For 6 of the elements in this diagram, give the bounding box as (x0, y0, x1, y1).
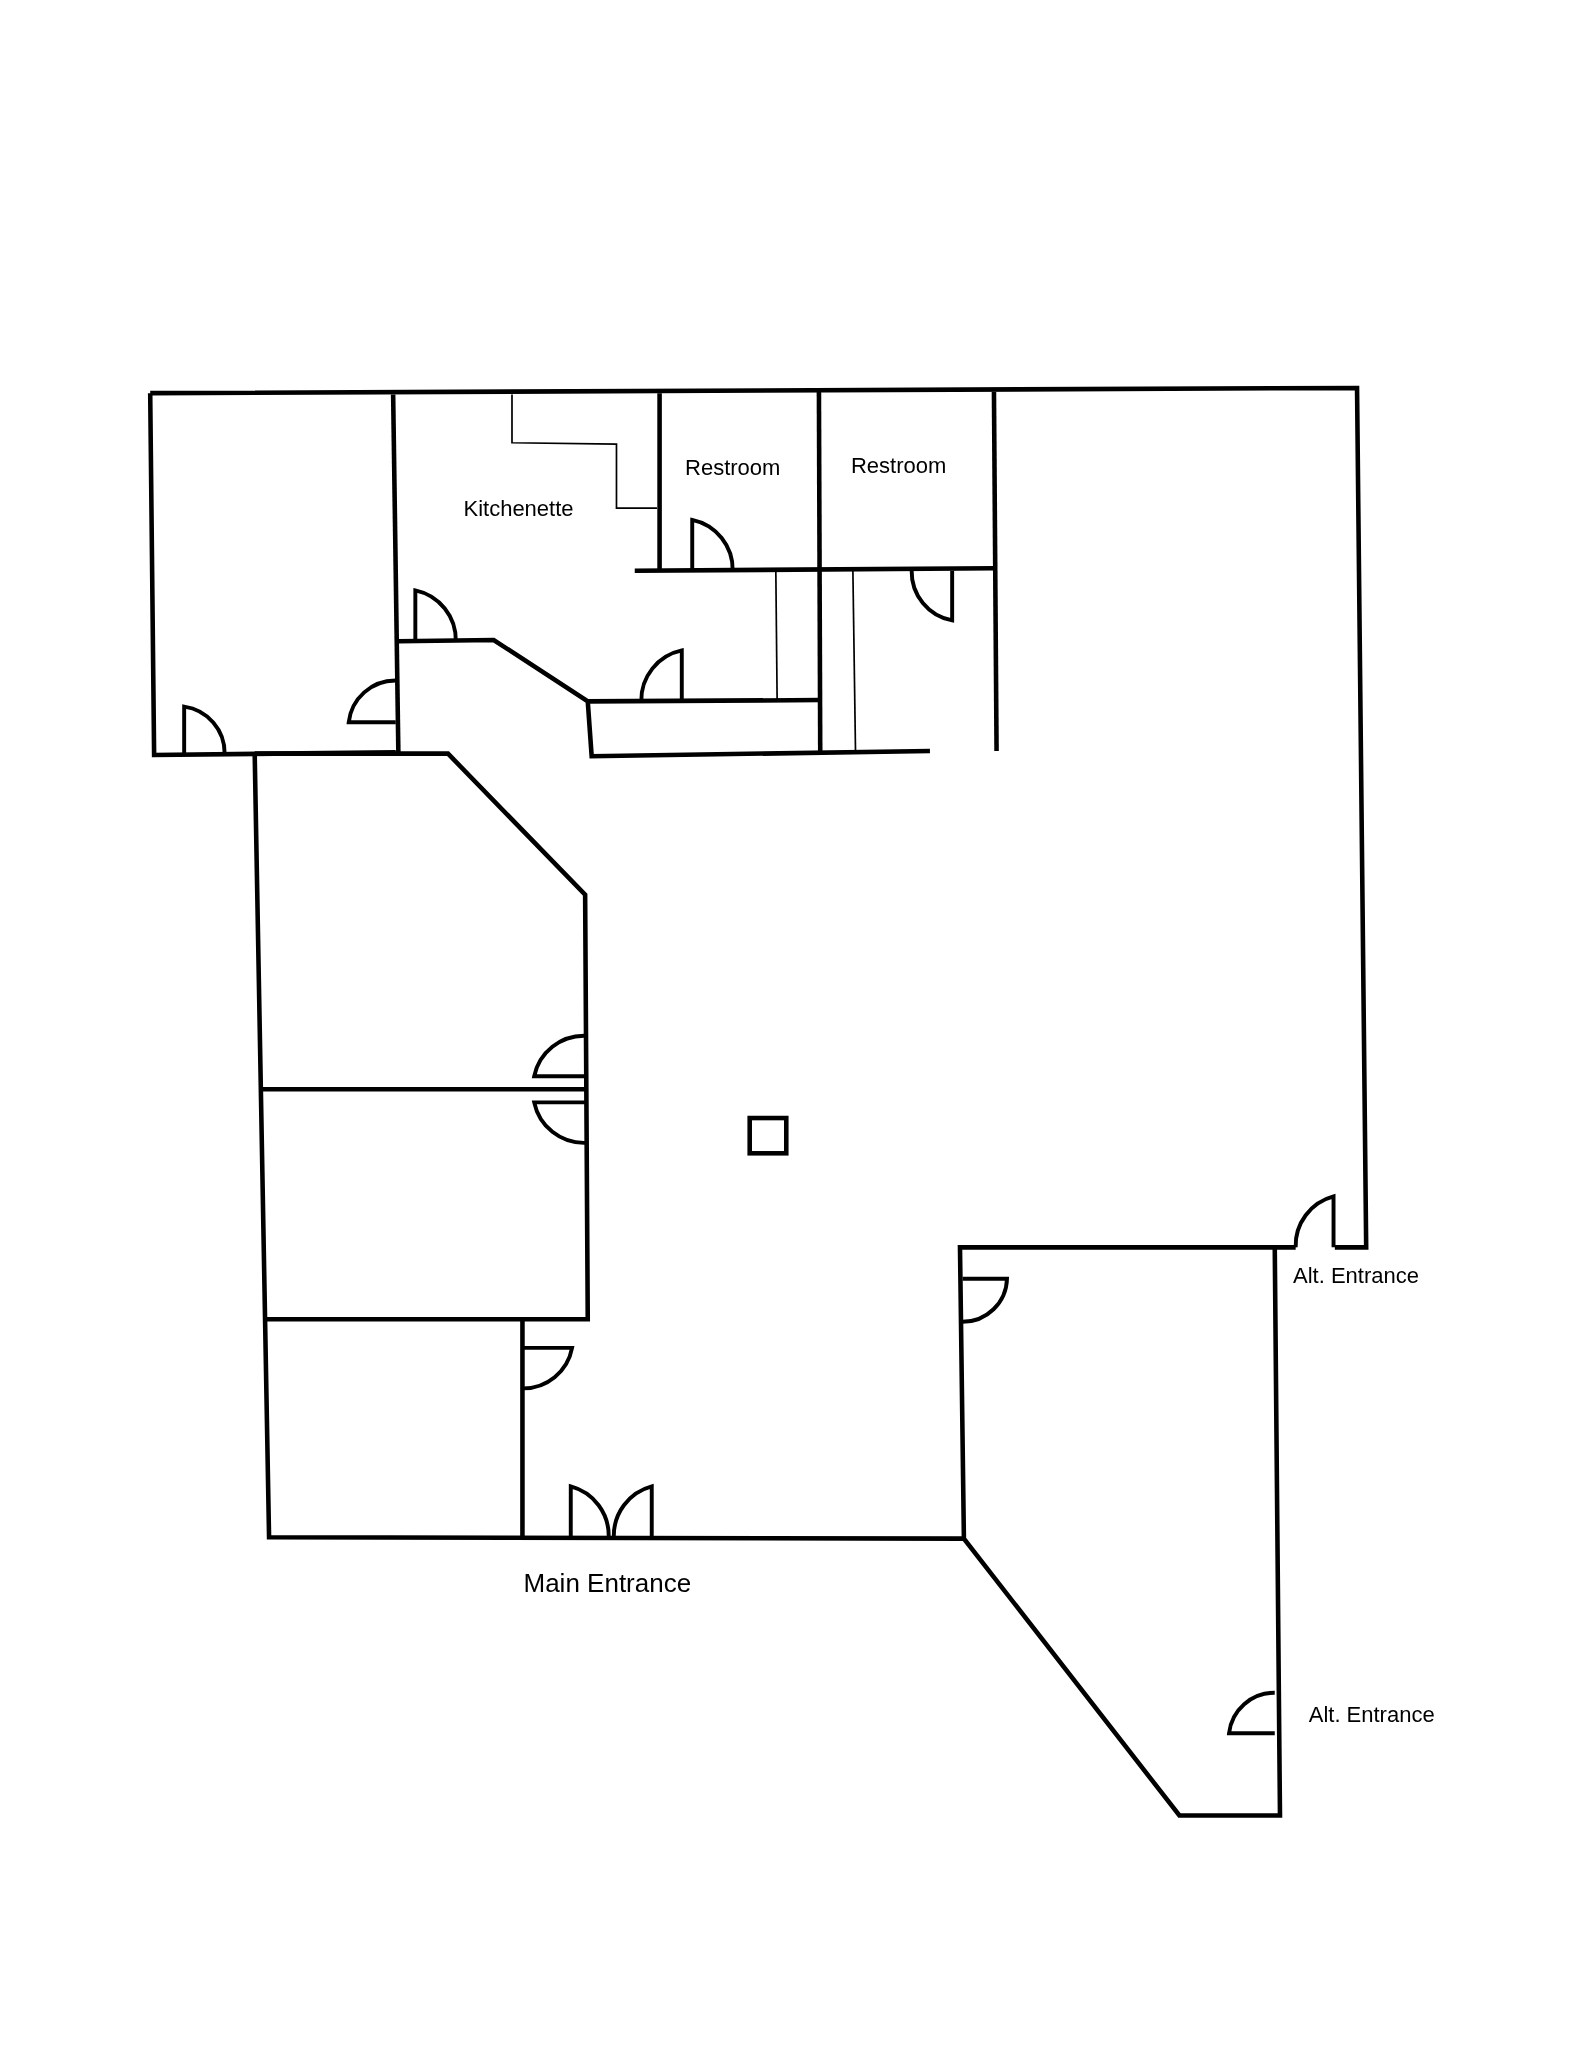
room-label: Restroom (685, 456, 781, 479)
room-label: Kitchenette (463, 498, 574, 521)
room-label: Main Entrance (523, 1570, 692, 1596)
room-label: Alt. Entrance (1308, 1703, 1435, 1726)
room-label: Alt. Entrance (1293, 1265, 1419, 1288)
room-label: Restroom (850, 455, 947, 478)
